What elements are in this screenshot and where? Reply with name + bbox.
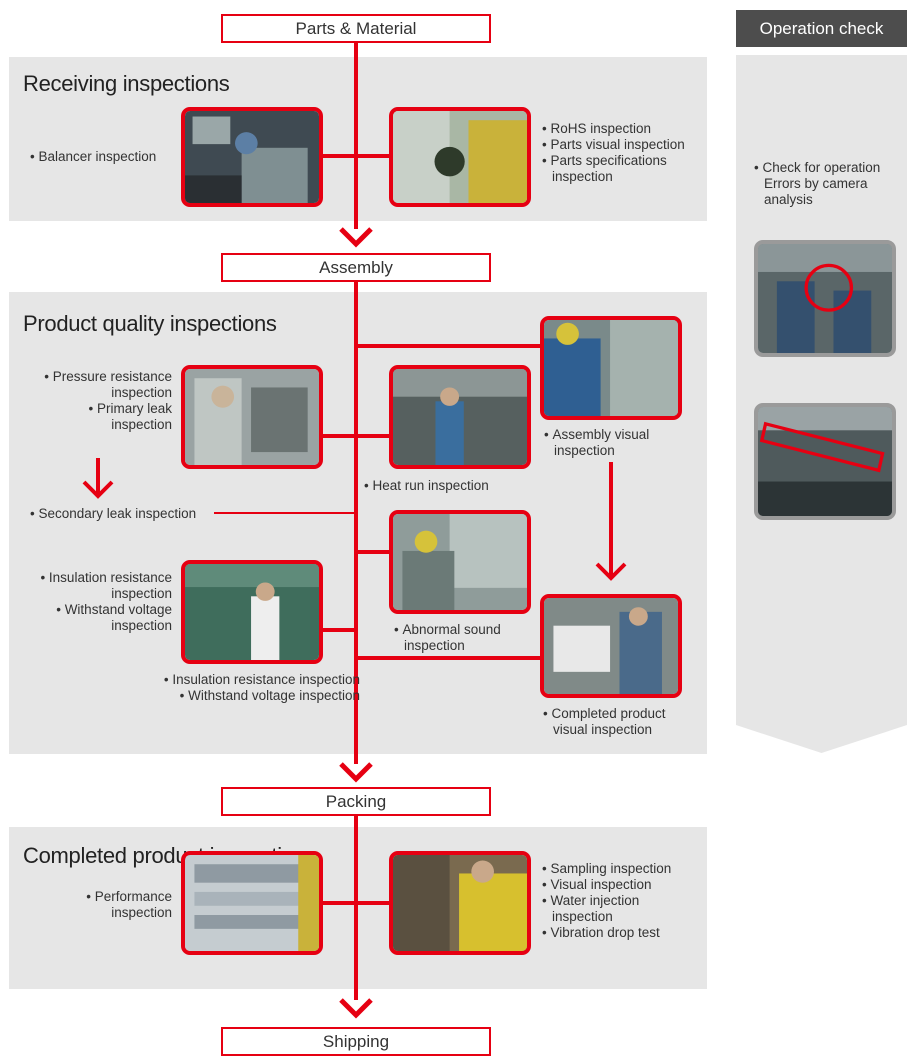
receiving-right-list: RoHS inspection Parts visual inspection … [542,121,685,185]
withstand-left-item-cont: inspection [111,618,172,633]
rohs-photo [389,107,531,207]
receiving-title: Receiving inspections [23,71,230,96]
withstand-center-item: Withstand voltage inspection [164,688,360,704]
parts-visual-item: Parts visual inspection [542,137,684,153]
abnormal-sound-list: Abnormal sound inspection [394,622,500,654]
pressure-item-cont: inspection [111,385,172,400]
rohs-item: RoHS inspection [542,121,685,137]
operation-check-item-cont-2: analysis [764,192,813,207]
operation-check-item: Check for operation [754,160,880,176]
assembly-visual-item-cont: inspection [554,443,615,458]
stage-shipping: Shipping [221,1027,491,1056]
secondary-leak-item: Secondary leak inspection [30,506,196,522]
completed-visual-item: Completed product [543,706,665,722]
abnormal-sound-item: Abnormal sound [394,622,500,638]
parts-spec-item-cont: inspection [552,169,613,184]
abnormal-sound-photo [389,510,531,614]
secondary-leak-list: Secondary leak inspection [30,506,196,522]
sampling-item: Sampling inspection [542,861,671,877]
stage-packing: Packing [221,787,491,816]
operation-check-desc: Check for operation Errors by camera ana… [754,160,880,208]
assembly-visual-item: Assembly visual [544,427,649,443]
heat-run-item: Heat run inspection [364,478,488,494]
assembly-visual-list: Assembly visual inspection [544,427,649,459]
receiving-left-list: Balancer inspection [30,149,156,165]
assembly-visual-photo [540,316,682,420]
insulation-photo [181,560,323,664]
water-injection-item: Water injection [542,893,671,909]
insulation-center-item: Insulation resistance inspection [164,672,360,688]
stage-assembly: Assembly [221,253,491,282]
stage-parts-material: Parts & Material [221,14,491,43]
abnormal-sound-item-cont: inspection [404,638,465,653]
balancer-inspection-item: Balancer inspection [30,149,156,165]
withstand-left-item: Withstand voltage [40,602,172,618]
visual-item: Visual inspection [542,877,671,893]
completed-visual-item-cont: visual inspection [553,722,653,737]
heat-run-list: Heat run inspection [364,478,488,494]
pressure-item: Pressure resistance [44,369,172,385]
parts-spec-item: Parts specifications [542,153,685,169]
sampling-photo [389,851,531,955]
heat-run-photo [389,365,531,469]
vibration-drop-item: Vibration drop test [542,925,671,941]
completed-right-list: Sampling inspection Visual inspection Wa… [542,861,671,941]
insulation-left-list: Insulation resistance inspection Withsta… [40,570,172,634]
camera-check-photo-2 [754,403,896,520]
performance-item-cont: inspection [111,905,172,920]
water-injection-item-cont: inspection [552,909,613,924]
primary-leak-item-cont: inspection [111,417,172,432]
performance-photo [181,851,323,955]
product-quality-title: Product quality inspections [23,311,277,336]
performance-list: Performance inspection [86,889,172,921]
performance-item: Performance [86,889,172,905]
operation-check-header: Operation check [736,10,907,47]
insulation-left-item-cont: inspection [111,586,172,601]
operation-check-item-cont-1: Errors by camera [764,176,868,191]
primary-leak-item: Primary leak [44,401,172,417]
pressure-photo [181,365,323,469]
insulation-left-item: Insulation resistance [40,570,172,586]
balancer-photo [181,107,323,207]
completed-visual-photo [540,594,682,698]
completed-visual-list: Completed product visual inspection [543,706,665,738]
camera-check-photo-1 [754,240,896,357]
pressure-list: Pressure resistance inspection Primary l… [44,369,172,433]
insulation-center-list: Insulation resistance inspection Withsta… [164,672,360,704]
